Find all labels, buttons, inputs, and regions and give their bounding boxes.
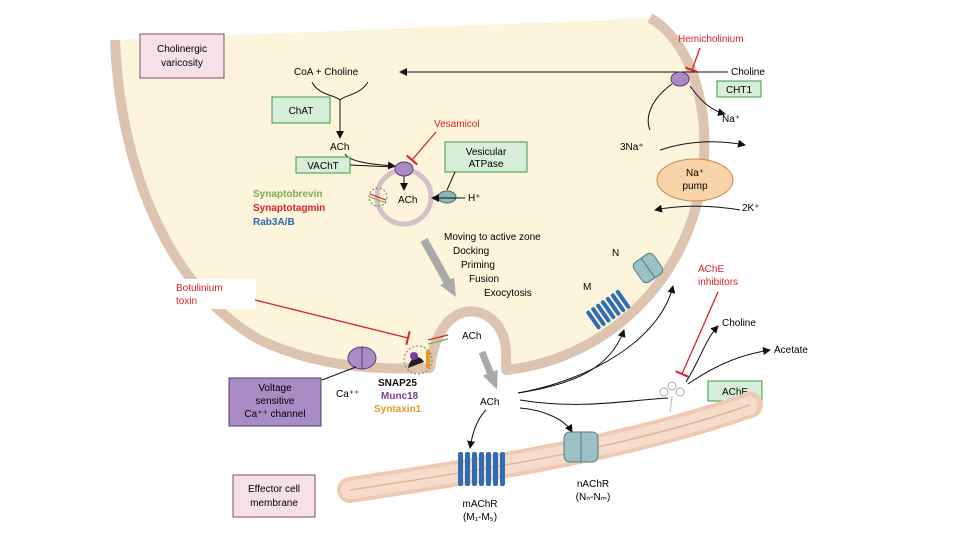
munc18-icon bbox=[410, 352, 418, 360]
choline-out-label: Choline bbox=[722, 318, 756, 329]
voltage-channel-box bbox=[228, 377, 322, 427]
choline-in-label: Choline bbox=[731, 67, 765, 78]
na-pump-label-1: Na⁺ bbox=[686, 168, 704, 179]
varicosity-label-1: Cholinergic bbox=[157, 44, 207, 55]
ache-inhibit bbox=[675, 291, 719, 378]
nachr-label-1: nAChR bbox=[577, 479, 609, 490]
coa-merge-curve bbox=[311, 81, 369, 101]
ach-cleft-top-label: ACh bbox=[462, 331, 481, 342]
ach-to-n-arrow bbox=[517, 285, 676, 394]
vacht-transporter-icon bbox=[394, 161, 414, 177]
atpase-box bbox=[444, 141, 528, 173]
effector-label-2: membrane bbox=[250, 498, 298, 509]
nachr-label-2: (Nₙ-Nₘ) bbox=[576, 492, 611, 503]
machr-receptor-icon bbox=[458, 452, 505, 486]
choline-transport-path bbox=[647, 83, 673, 131]
ach-to-vacht-arrow bbox=[344, 153, 396, 170]
two-k-label: 2K⁺ bbox=[742, 203, 760, 214]
ach-to-machr-arrow bbox=[467, 409, 487, 449]
munc18-label: Munc18 bbox=[381, 391, 419, 402]
membrane-icon bbox=[337, 392, 763, 503]
m-label: M bbox=[583, 282, 591, 293]
synaptotagmin-label: Synaptotagmin bbox=[253, 203, 325, 214]
release-step-4: Fusion bbox=[469, 274, 499, 285]
vacht-pointer bbox=[349, 164, 395, 168]
ache-enzyme-icon bbox=[659, 381, 685, 413]
cht1-box bbox=[716, 80, 762, 98]
botulinium-inhibit bbox=[254, 299, 411, 346]
snap25-label: SNAP25 bbox=[378, 378, 417, 389]
atpase-pointer bbox=[446, 171, 456, 191]
ache-inhibitors-label-1: AChE bbox=[698, 264, 724, 275]
synaptobrevin-label: Synaptobrevin bbox=[253, 189, 322, 200]
release-step-2: Docking bbox=[453, 246, 489, 257]
fusion-snare-green bbox=[427, 338, 449, 345]
three-na-arrow bbox=[659, 139, 746, 151]
chat-label: ChAT bbox=[289, 106, 314, 117]
effector-label-box bbox=[232, 474, 316, 518]
ache-label: AChE bbox=[722, 387, 748, 398]
fusion-snare-red bbox=[427, 334, 449, 341]
na-out-label: Na⁺ bbox=[722, 114, 740, 125]
release-step-5: Exocytosis bbox=[484, 288, 532, 299]
rab3-label: Rab3A/B bbox=[253, 217, 295, 228]
h-plus-label: H⁺ bbox=[468, 193, 481, 204]
machr-label-2: (M₁-M₅) bbox=[463, 512, 497, 523]
voltage-channel-label-1: Voltage bbox=[258, 383, 292, 394]
three-na-label: 3Na⁺ bbox=[620, 142, 644, 153]
varicosity-label-2: varicosity bbox=[161, 58, 203, 69]
atpase-icon bbox=[437, 190, 457, 204]
botulinium-label-2: toxin bbox=[176, 296, 197, 307]
acetate-label: Acetate bbox=[774, 345, 808, 356]
voltage-channel-label-3: Ca⁺⁺ channel bbox=[244, 409, 305, 420]
atpase-label-2: ATPase bbox=[469, 159, 504, 170]
nachr-receptor-icon bbox=[563, 431, 599, 463]
n-label: N bbox=[612, 248, 619, 259]
snare-complex-marker bbox=[403, 345, 433, 375]
ach-vesicle-label: ACh bbox=[398, 195, 417, 206]
cht1-transporter-icon bbox=[670, 71, 690, 87]
ca-ion-label: Ca⁺⁺ bbox=[336, 389, 359, 400]
na-out-arrow bbox=[689, 85, 726, 117]
two-k-arrow bbox=[654, 204, 741, 213]
coa-choline-label: CoA + Choline bbox=[294, 67, 359, 78]
atpase-label-1: Vesicular bbox=[466, 147, 507, 158]
snare-green bbox=[369, 196, 387, 204]
na-pump-label-2: pump bbox=[682, 181, 707, 192]
ach-release-gray-arrow bbox=[478, 350, 498, 390]
ache-inhibitors-label-2: inhibitors bbox=[698, 277, 738, 288]
choline-product-arrow bbox=[685, 325, 719, 383]
ach-top-label: ACh bbox=[330, 142, 349, 153]
vacht-label: VAChT bbox=[307, 161, 339, 172]
presynaptic-n-receptor-icon bbox=[632, 252, 664, 284]
varicosity-label-box bbox=[139, 33, 225, 79]
ca-pointer bbox=[321, 366, 357, 381]
release-step-3: Priming bbox=[461, 260, 495, 271]
ach-cleft-label: ACh bbox=[480, 397, 499, 408]
botulinium-label-bg bbox=[168, 279, 256, 309]
syntaxin1-label: Syntaxin1 bbox=[374, 404, 422, 415]
vesamicol-label: Vesamicol bbox=[434, 119, 480, 130]
snap25-icon bbox=[408, 357, 424, 368]
chat-box bbox=[271, 96, 331, 124]
vesicle-snare-marker bbox=[368, 187, 388, 207]
snare-red bbox=[369, 193, 387, 201]
hemicholinium-inhibit bbox=[685, 47, 701, 74]
vesamicol-inhibit bbox=[406, 131, 437, 166]
effector-label-1: Effector cell bbox=[248, 484, 300, 495]
ach-to-ache-arrow bbox=[519, 397, 669, 405]
machr-label-1: mAChR bbox=[462, 499, 497, 510]
hemicholinium-label: Hemicholinium bbox=[678, 34, 744, 45]
syntaxin1-icon bbox=[426, 350, 430, 368]
acetate-product-arrow bbox=[687, 347, 771, 385]
ach-to-nachr-arrow bbox=[519, 407, 573, 433]
voltage-channel-label-2: sensitive bbox=[256, 396, 295, 407]
release-gray-arrow bbox=[420, 238, 456, 297]
botulinium-label-1: Botulinium bbox=[176, 283, 223, 294]
presynaptic-m-receptor-icon bbox=[586, 289, 631, 330]
release-step-1: Moving to active zone bbox=[444, 232, 541, 243]
cht1-label: CHT1 bbox=[726, 85, 753, 96]
na-pump-icon bbox=[656, 158, 734, 202]
